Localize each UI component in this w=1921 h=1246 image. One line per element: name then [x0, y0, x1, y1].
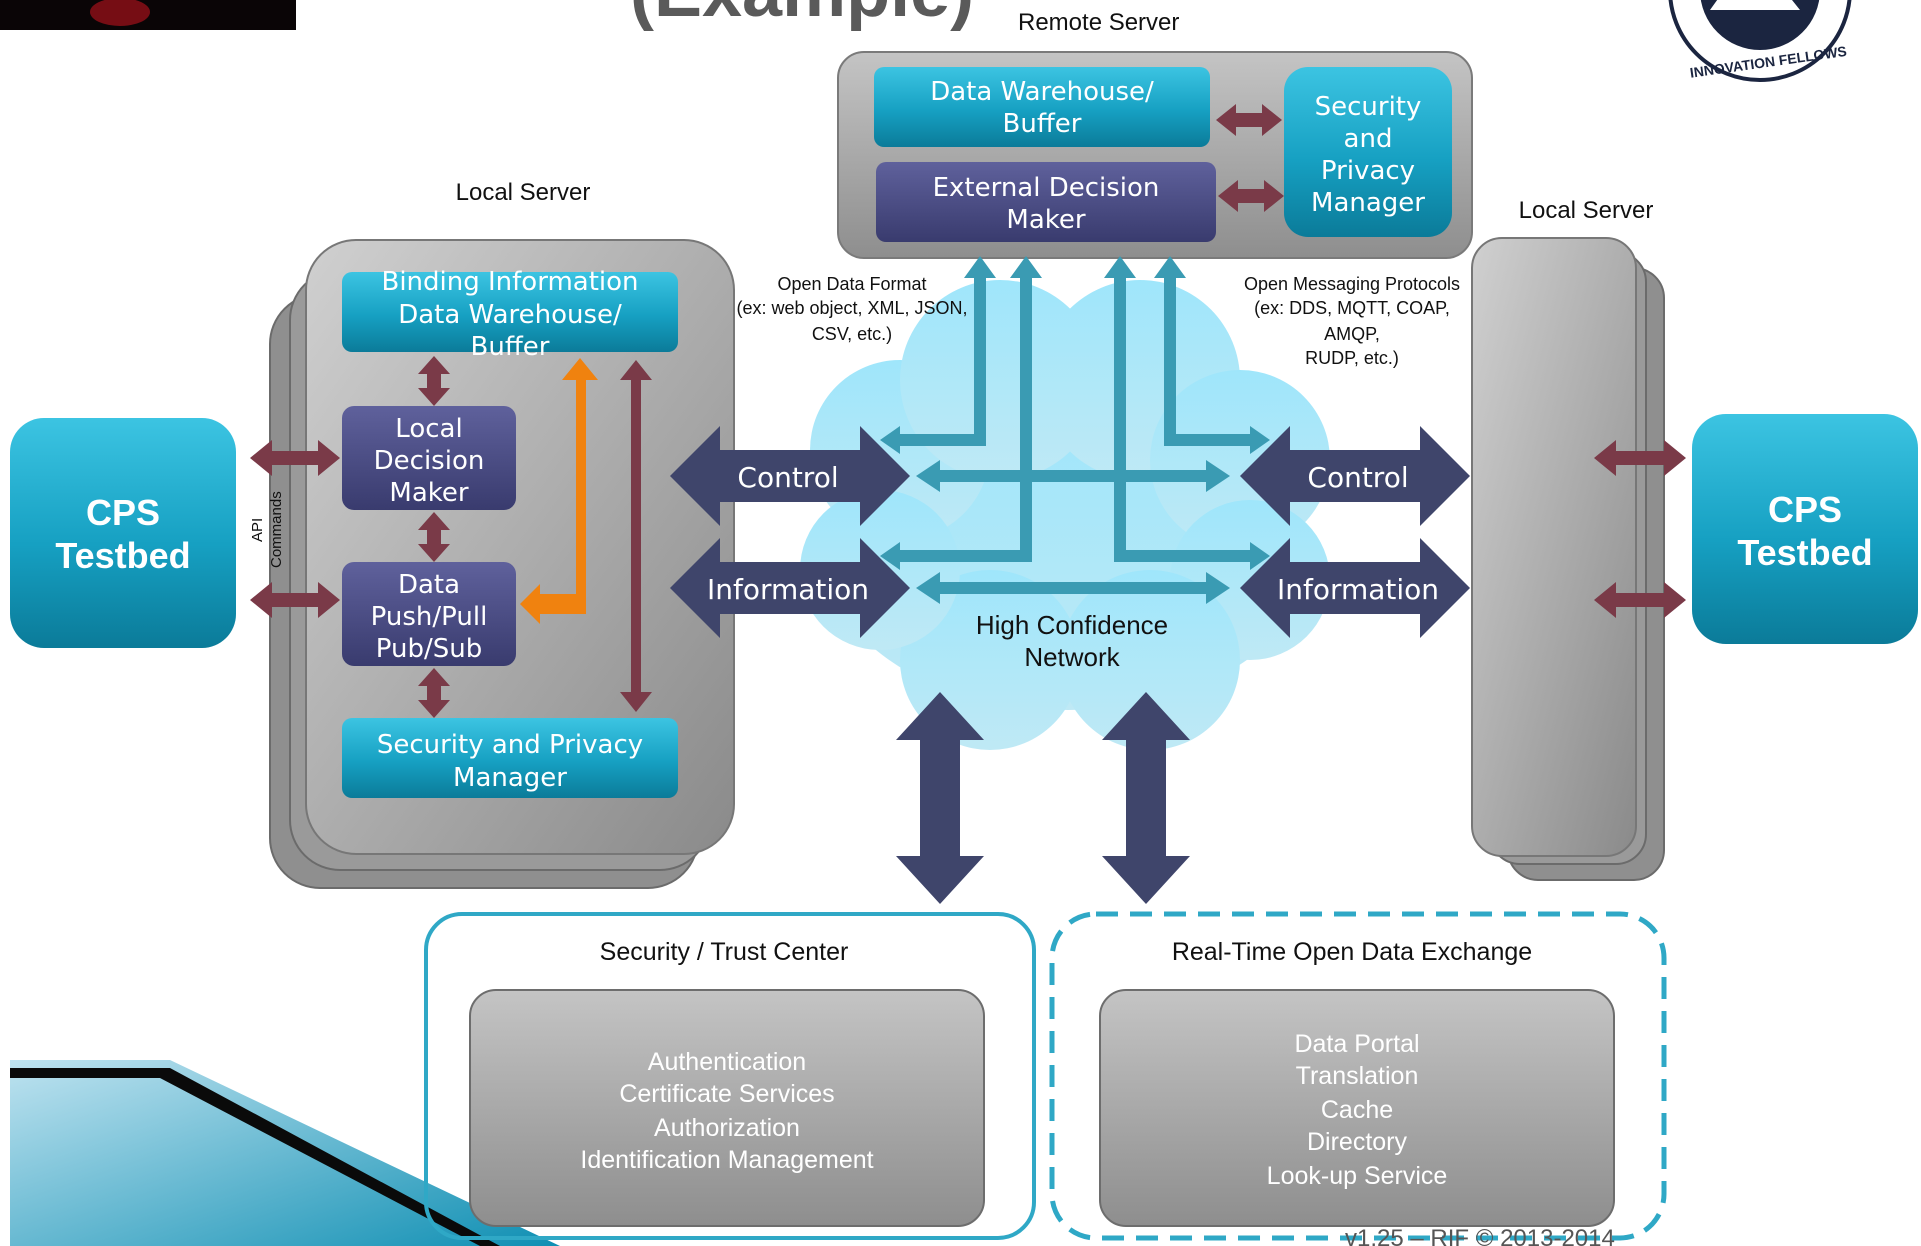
remote-server-panel	[837, 51, 1473, 259]
remote-maroon-arrows	[1216, 104, 1284, 212]
right-local-server-label: Local Server	[1519, 197, 1654, 224]
right-local-server-panel	[1471, 237, 1665, 881]
open-messaging-line2: (ex: DDS, MQTT, COAP,	[1254, 298, 1450, 318]
exchange-item-3: Cache	[1321, 1096, 1393, 1124]
control-label-left: Control	[737, 461, 838, 494]
top-left-logo	[0, 0, 296, 30]
data-push-line1: Data	[398, 570, 460, 600]
network-label-line1: High Confidence	[976, 610, 1168, 640]
data-warehouse-box	[874, 67, 1210, 147]
open-data-format-line2: (ex: web object, XML, JSON,	[736, 298, 967, 318]
remote-security-line4: Manager	[1311, 188, 1425, 218]
remote-security-line2: and	[1344, 124, 1393, 154]
binding-info-line1: Binding Information	[381, 267, 638, 297]
data-push-box	[342, 562, 516, 666]
open-data-format-line1: Open Data Format	[777, 274, 926, 294]
left-internal-arrows	[418, 356, 652, 718]
binding-info-line2: Data Warehouse/	[398, 300, 622, 330]
trust-center-inner	[469, 989, 985, 1227]
data-warehouse-line2: Buffer	[1003, 109, 1082, 139]
network-label-line2: Network	[1024, 642, 1120, 672]
control-arrow-right	[1240, 426, 1470, 526]
footer-version: v1.25 – RIF © 2013-2014	[1345, 1225, 1615, 1246]
api-label: API	[249, 518, 266, 542]
information-label-right: Information	[1277, 573, 1439, 606]
cps-right-line1: CPS	[1768, 489, 1842, 530]
local-security-box	[342, 718, 678, 798]
left-local-server-label: Local Server	[456, 179, 591, 206]
trust-center-arrow	[896, 692, 984, 904]
trust-center-title: Security / Trust Center	[600, 938, 849, 966]
information-label-left: Information	[707, 573, 869, 606]
local-decision-line1: Local	[395, 414, 462, 444]
data-exchange-title: Real-Time Open Data Exchange	[1172, 938, 1532, 966]
external-decision-line1: External Decision	[933, 173, 1160, 203]
trust-item-1: Authentication	[648, 1048, 806, 1076]
open-messaging-line3: AMQP,	[1324, 324, 1380, 344]
remote-security-line3: Privacy	[1321, 156, 1415, 186]
local-decision-line2: Decision	[374, 446, 485, 476]
information-arrow-right	[1240, 538, 1470, 638]
orange-feedback-arrow	[520, 358, 598, 624]
cps-left-line1: CPS	[86, 492, 160, 533]
trust-center-frame	[424, 912, 1036, 1240]
cps-left-arrows	[250, 440, 340, 618]
data-exchange-arrow	[1102, 692, 1190, 904]
local-security-line2: Manager	[453, 763, 567, 793]
information-arrow-left	[670, 538, 910, 638]
binding-info-box	[342, 272, 678, 352]
cps-testbed-right	[1692, 414, 1918, 644]
exchange-item-1: Data Portal	[1294, 1030, 1419, 1058]
high-confidence-network-cloud	[800, 280, 1330, 750]
cloud-routing-lines	[880, 256, 1270, 604]
decorative-stripe	[10, 1060, 560, 1246]
local-security-line1: Security and Privacy	[377, 730, 643, 760]
navy-flow-arrows	[670, 426, 1470, 904]
cps-testbed-left	[10, 418, 236, 648]
external-decision-box	[876, 162, 1216, 242]
binding-info-line3: Buffer	[471, 332, 550, 362]
remote-security-line1: Security	[1315, 92, 1422, 122]
data-exchange-frame	[1049, 911, 1667, 1241]
commands-label: Commands	[268, 491, 285, 568]
open-messaging-line4: RUDP, etc.)	[1305, 348, 1399, 368]
cps-right-arrows	[1594, 440, 1686, 618]
open-data-format-line3: CSV, etc.)	[812, 324, 892, 344]
innovation-fellows-seal: INNOVATION FELLOWS	[1668, 0, 1852, 82]
exchange-item-5: Look-up Service	[1267, 1162, 1448, 1190]
cps-right-line2: Testbed	[1737, 532, 1872, 573]
external-decision-line2: Maker	[1006, 205, 1085, 235]
exchange-item-2: Translation	[1296, 1062, 1419, 1090]
control-label-right: Control	[1307, 461, 1408, 494]
local-decision-box	[342, 406, 516, 510]
trust-item-3: Authorization	[654, 1114, 800, 1142]
slide-title: (Example)	[630, 0, 974, 32]
data-exchange-inner	[1099, 989, 1615, 1227]
remote-server-label: Remote Server	[1018, 9, 1179, 36]
data-push-line3: Pub/Sub	[376, 634, 482, 664]
trust-item-2: Certificate Services	[619, 1080, 834, 1108]
open-messaging-line1: Open Messaging Protocols	[1244, 274, 1460, 294]
data-push-line2: Push/Pull	[371, 602, 488, 632]
exchange-item-4: Directory	[1307, 1128, 1408, 1156]
remote-security-box	[1284, 67, 1452, 237]
trust-item-4: Identification Management	[580, 1146, 873, 1174]
cps-left-line2: Testbed	[55, 535, 190, 576]
local-decision-line3: Maker	[389, 478, 468, 508]
control-arrow-left	[670, 426, 910, 526]
data-warehouse-line1: Data Warehouse/	[930, 77, 1154, 107]
